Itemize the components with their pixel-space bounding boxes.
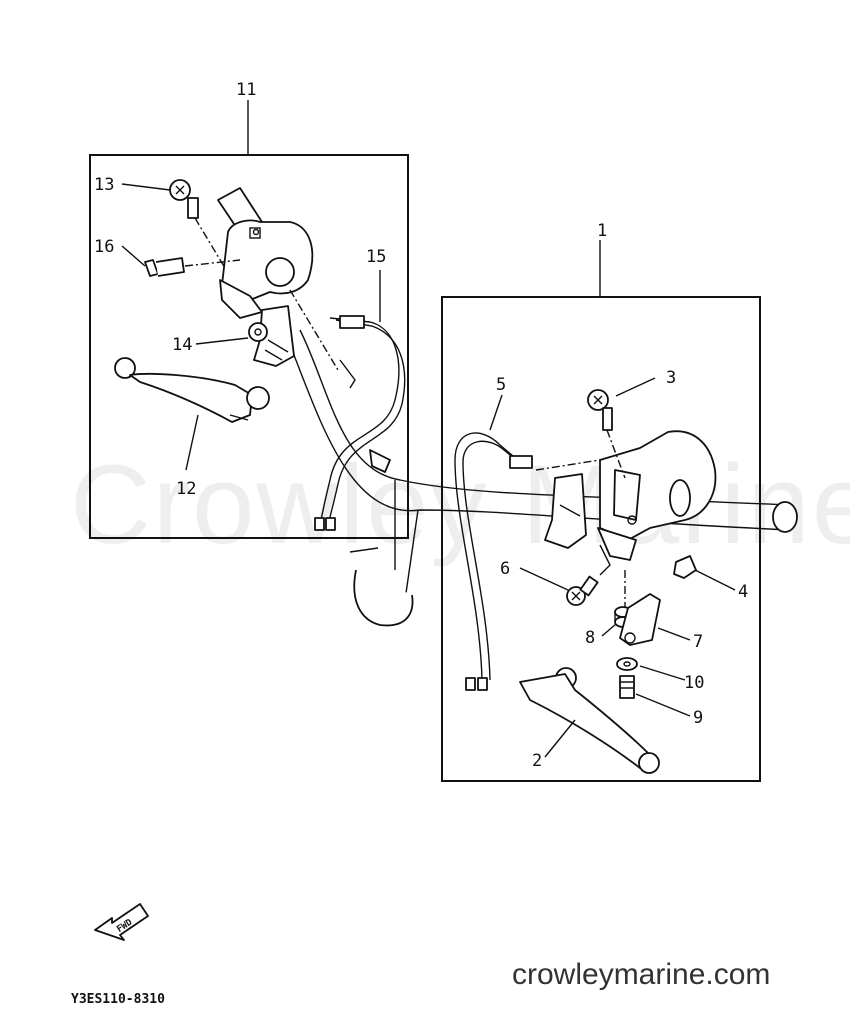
right-assembly-box xyxy=(441,296,761,782)
callout-7: 7 xyxy=(693,632,703,652)
right-switch-housing xyxy=(597,430,717,576)
callout-12: 12 xyxy=(176,479,196,499)
callout-4: 4 xyxy=(738,582,748,602)
callout-13: 13 xyxy=(94,175,114,195)
callout-6: 6 xyxy=(500,559,510,579)
left-lever-bracket xyxy=(253,305,295,367)
right-screw-3 xyxy=(587,389,613,431)
leader-8 xyxy=(601,623,617,637)
callout-11: 11 xyxy=(236,80,256,100)
fwd-arrow-icon: FWD xyxy=(94,903,149,941)
callout-10: 10 xyxy=(684,673,704,693)
left-assembly-box xyxy=(89,154,409,539)
leader-3 xyxy=(615,377,656,397)
leader-13 xyxy=(121,183,171,191)
leader-16 xyxy=(121,245,146,267)
callout-1: 1 xyxy=(597,221,607,241)
leader-5 xyxy=(489,394,503,431)
leader-6 xyxy=(519,567,569,591)
callout-9: 9 xyxy=(693,708,703,728)
left-switch-housing xyxy=(217,187,314,319)
left-lever xyxy=(114,357,270,423)
right-lever xyxy=(519,667,660,774)
left-collar-14 xyxy=(248,322,268,342)
leader-4 xyxy=(694,569,736,591)
right-switch-cable xyxy=(454,432,533,691)
leader-7 xyxy=(657,627,691,641)
handlebar xyxy=(289,329,798,627)
leader-10 xyxy=(639,665,686,681)
right-screw-6 xyxy=(566,575,599,606)
right-lever-bracket xyxy=(544,473,587,549)
callout-5: 5 xyxy=(496,375,506,395)
diagram-code: Y3ES110-8310 xyxy=(71,992,165,1007)
right-washer-10 xyxy=(616,657,638,671)
right-nut-4 xyxy=(673,555,697,579)
leader-12 xyxy=(185,414,199,471)
callout-3: 3 xyxy=(666,368,676,388)
left-screw-16 xyxy=(144,257,185,277)
right-bracket-7 xyxy=(619,593,661,646)
left-screw-13 xyxy=(169,179,199,219)
callout-15: 15 xyxy=(366,247,386,267)
site-name: crowleymarine.com xyxy=(512,958,771,991)
callout-14: 14 xyxy=(172,335,192,355)
leader-9 xyxy=(635,693,691,717)
leader-14 xyxy=(195,337,249,345)
callout-16: 16 xyxy=(94,237,114,257)
leader-2 xyxy=(544,719,576,758)
right-bolt-9 xyxy=(619,675,635,699)
callout-8: 8 xyxy=(585,628,595,648)
watermark: Crowley Marine xyxy=(70,442,850,567)
left-switch-cable xyxy=(314,315,406,531)
callout-2: 2 xyxy=(532,751,542,771)
